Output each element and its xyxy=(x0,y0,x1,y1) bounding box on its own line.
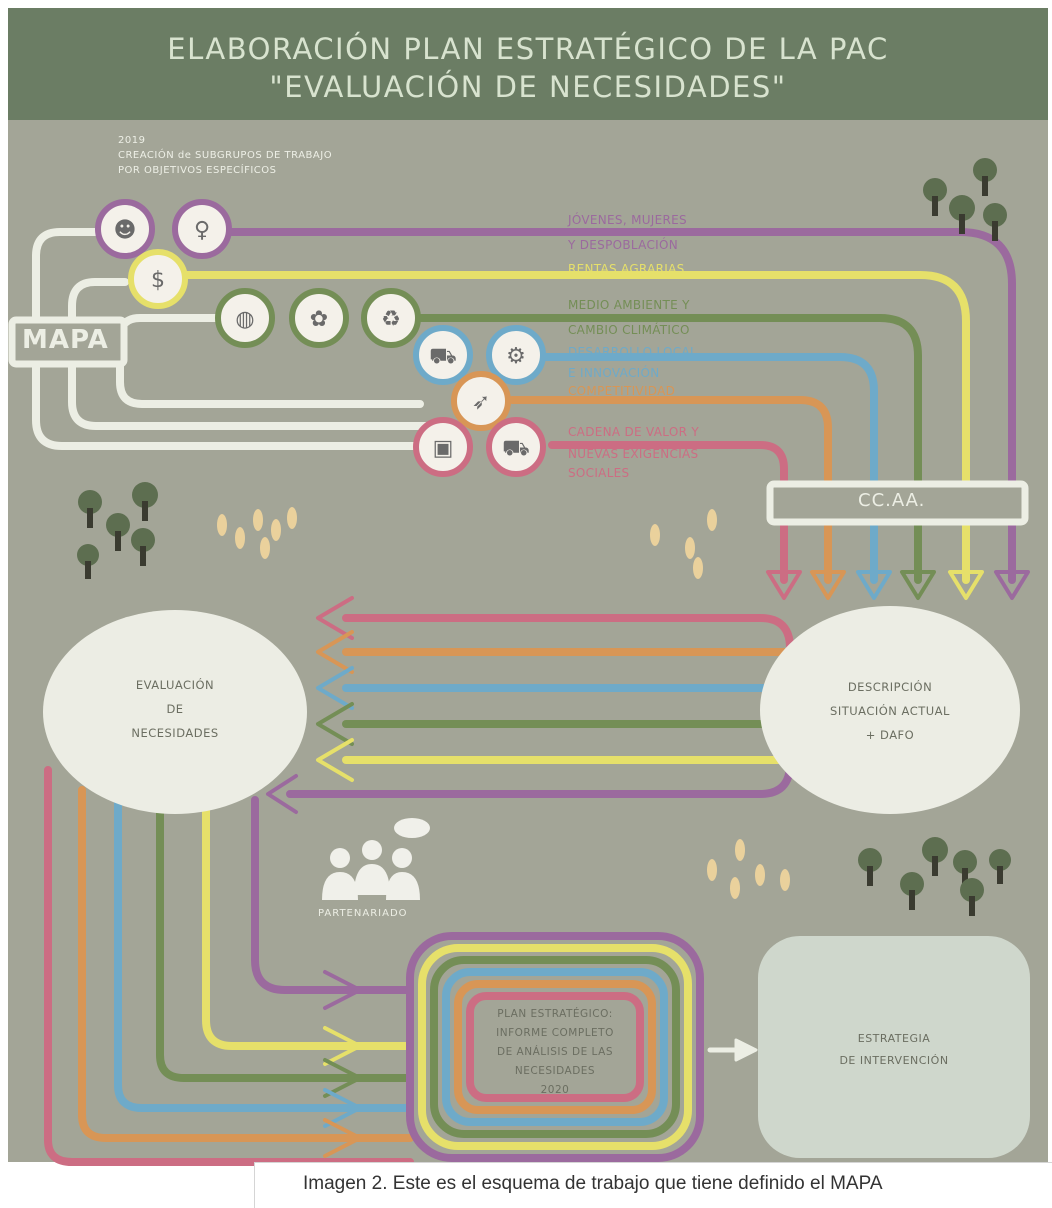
track-pink xyxy=(548,441,788,584)
ccaa-label: CC.AA. xyxy=(858,490,926,511)
label-competitividad: COMPETITIVIDAD xyxy=(568,384,676,398)
label-cadena-1: CADENA DE VALOR Y xyxy=(568,425,699,439)
descripcion-line-3: + DAFO xyxy=(865,728,915,742)
intro-text: 2019 CREACIÓN de SUBGRUPOS DE TRABAJO PO… xyxy=(118,133,332,178)
label-cadena-2: NUEVAS EXIGENCIAS xyxy=(568,447,699,461)
intro-year: 2019 xyxy=(118,135,146,146)
label-rentas: RENTAS AGRARIAS xyxy=(568,262,685,276)
mapa-tracks xyxy=(8,228,449,450)
recycle-icon: ♻ xyxy=(381,307,401,332)
estrategia-text: ESTRATEGIA DE INTERVENCIÓN xyxy=(770,1028,1018,1072)
descripcion-text: DESCRIPCIÓN SITUACIÓN ACTUAL + DAFO xyxy=(780,675,1000,747)
descripcion-circle xyxy=(760,606,1020,814)
crate-icon: ▣ xyxy=(433,436,454,461)
money-hand-icon: $ xyxy=(151,268,165,293)
track-orange xyxy=(508,396,832,584)
track-blue xyxy=(526,353,878,584)
truck-icon: ⛟ xyxy=(502,436,530,461)
title-line-2: "EVALUACIÓN DE NECESIDADES" xyxy=(269,70,787,104)
plan-text: PLAN ESTRATÉGICO: INFORME COMPLETO DE AN… xyxy=(470,1005,640,1100)
partenariado-label: PARTENARIADO xyxy=(318,908,408,919)
evaluacion-text: EVALUACIÓN DE NECESIDADES xyxy=(60,673,290,745)
intro-line-1: CREACIÓN de SUBGRUPOS DE TRABAJO xyxy=(118,150,333,161)
mapa-label: MAPA xyxy=(22,325,109,355)
track-green xyxy=(396,314,922,584)
caption-text: Imagen 2. Este es el esquema de trabajo … xyxy=(303,1173,883,1194)
evaluacion-line-1: EVALUACIÓN xyxy=(135,678,215,692)
estrategia-box xyxy=(758,936,1030,1158)
title-banner: ELABORACIÓN PLAN ESTRATÉGICO DE LA PAC "… xyxy=(8,8,1048,120)
tree-icons xyxy=(77,158,1011,916)
label-desarrollo-1: DESARROLLO LOCAL xyxy=(568,345,697,359)
partenariado-icon xyxy=(322,818,430,900)
label-medio-2: CAMBIO CLIMÁTICO xyxy=(568,323,690,337)
label-jovenes-2: Y DESPOBLACIÓN xyxy=(568,238,678,252)
track-yellow xyxy=(176,271,970,584)
plan-line-5: 2020 xyxy=(540,1084,570,1096)
image-caption: Imagen 2. Este es el esquema de trabajo … xyxy=(254,1162,1052,1208)
plan-line-3: DE ANÁLISIS DE LAS xyxy=(497,1046,613,1058)
evaluacion-circle xyxy=(43,610,307,814)
plan-line-1: PLAN ESTRATÉGICO: xyxy=(497,1008,613,1020)
rocket-icon: ➶ xyxy=(472,390,490,415)
tractor-icon: ⛟ xyxy=(429,344,457,369)
globe-icon: ◍ xyxy=(235,307,254,332)
estrategia-line-2: DE INTERVENCIÓN xyxy=(839,1054,949,1067)
subgroup-icons xyxy=(95,199,546,477)
descripcion-line-2: SITUACIÓN ACTUAL xyxy=(830,704,950,718)
intro-line-2: POR OBJETIVOS ESPECÍFICOS xyxy=(118,165,277,176)
title-line-1: ELABORACIÓN PLAN ESTRATÉGICO DE LA PAC xyxy=(167,32,889,66)
descripcion-line-1: DESCRIPCIÓN xyxy=(847,680,933,694)
mapa-box xyxy=(8,316,128,368)
evaluacion-line-3: NECESIDADES xyxy=(131,726,219,740)
label-cadena-3: SOCIALES xyxy=(568,466,630,480)
plan-ring-purple xyxy=(406,932,704,1162)
innovation-icon: ⚙ xyxy=(506,344,526,369)
plan-line-4: NECESIDADES xyxy=(514,1065,596,1077)
plan-line-2: INFORME COMPLETO xyxy=(496,1027,614,1039)
estrategia-line-1: ESTRATEGIA xyxy=(857,1032,931,1045)
butterfly-icon: ✿ xyxy=(310,307,328,332)
wheat-icons xyxy=(217,507,790,899)
label-medio-1: MEDIO AMBIENTE Y xyxy=(568,298,690,312)
evaluacion-line-2: DE xyxy=(166,702,184,716)
group-people-icon: ☻ xyxy=(114,218,137,243)
label-jovenes-1: JÓVENES, MUJERES xyxy=(568,213,687,227)
woman-icon: ♀ xyxy=(194,218,210,243)
label-desarrollo-2: E INNOVACIÓN xyxy=(568,366,660,380)
ccaa-box xyxy=(766,480,1029,526)
